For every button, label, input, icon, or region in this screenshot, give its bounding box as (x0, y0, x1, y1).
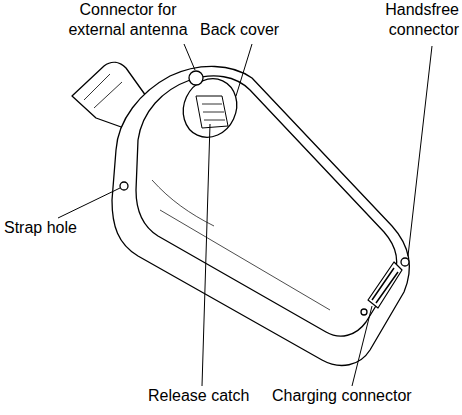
part-label: Release catch (148, 386, 268, 406)
antenna-connector (189, 71, 203, 85)
handsfree-connector (401, 258, 409, 266)
phone-body (112, 66, 409, 365)
part-label: Connector for external antenna (58, 0, 198, 40)
strap-hole (120, 182, 128, 190)
part-label: Back cover (200, 20, 300, 40)
part-label: Handsfree connector (375, 0, 459, 40)
part-label: Charging connector (272, 386, 432, 406)
leader-lines (58, 44, 432, 386)
charging-connector (368, 262, 402, 308)
back-cover (136, 76, 397, 336)
release-catch (196, 96, 228, 128)
connector-pin (361, 309, 367, 315)
part-label: Strap hole (4, 218, 94, 238)
